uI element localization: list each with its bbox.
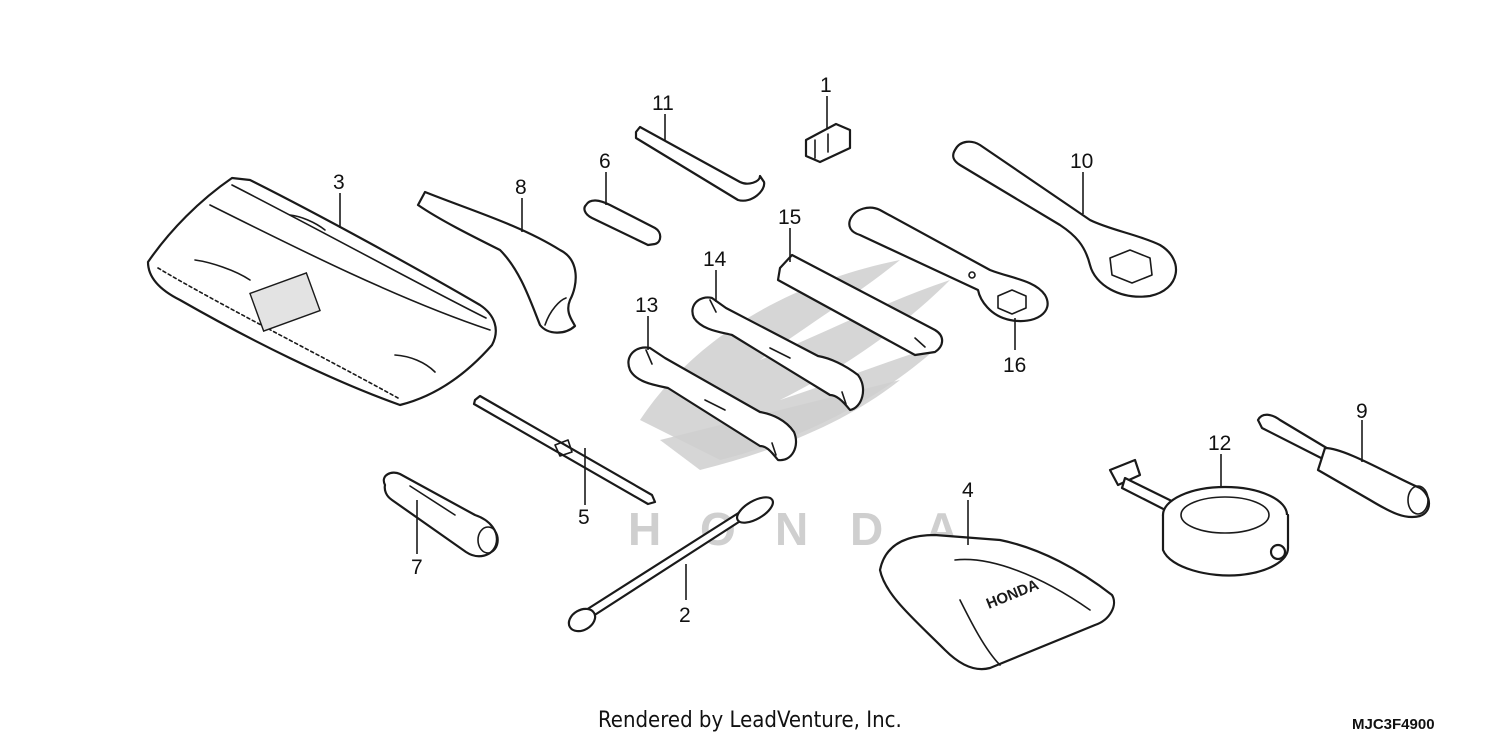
part-10-ring-spanner (952, 140, 1178, 298)
callout-labels: 1 2 3 4 5 6 7 8 9 10 11 12 13 14 15 16 (333, 74, 1368, 627)
callout-14: 14 (703, 248, 727, 271)
callout-4: 4 (962, 479, 974, 502)
callout-11: 11 (652, 92, 674, 115)
honda-watermark: H O N D A (628, 260, 958, 555)
callout-12: 12 (1208, 432, 1231, 455)
callout-1: 1 (820, 74, 832, 97)
callout-15: 15 (778, 206, 801, 229)
part-2-helmet-cable (567, 496, 774, 633)
part-5-screwdriver-shaft (472, 394, 657, 506)
leader-lines (339, 96, 1363, 600)
part-15-flat-bar (776, 253, 944, 357)
callout-10: 10 (1070, 150, 1093, 173)
part-4-tool-pouch: HONDA (878, 533, 1116, 671)
part-14-open-end-wrench (691, 296, 865, 412)
part-11-hex-key (634, 125, 766, 202)
callout-9: 9 (1356, 400, 1368, 423)
callout-5: 5 (578, 506, 590, 529)
drawing-code: MJC3F4900 (1352, 716, 1435, 733)
part-12-lock-nut-wrench (1108, 458, 1290, 577)
part-8-pin-spanner (416, 190, 577, 334)
part-9-socket-bit (1256, 413, 1431, 519)
callout-16: 16 (1003, 354, 1026, 377)
watermark-letter: H (628, 503, 661, 555)
part-3-tool-bag (146, 176, 497, 407)
watermark-letter: N (775, 503, 808, 555)
callout-8: 8 (515, 176, 527, 199)
part-1-clip (804, 122, 852, 164)
part-6-pin (583, 199, 662, 247)
part-13-open-end-wrench (627, 346, 798, 462)
callout-13: 13 (635, 294, 658, 317)
callout-7: 7 (411, 556, 423, 579)
callout-6: 6 (599, 150, 611, 173)
credit-text: Rendered by LeadVenture, Inc. (598, 708, 902, 733)
callout-3: 3 (333, 171, 345, 194)
part-16-box-spanner (848, 206, 1049, 323)
watermark-letter: D (850, 503, 883, 555)
part-7-screwdriver-handle (382, 471, 499, 558)
callout-2: 2 (679, 604, 691, 627)
